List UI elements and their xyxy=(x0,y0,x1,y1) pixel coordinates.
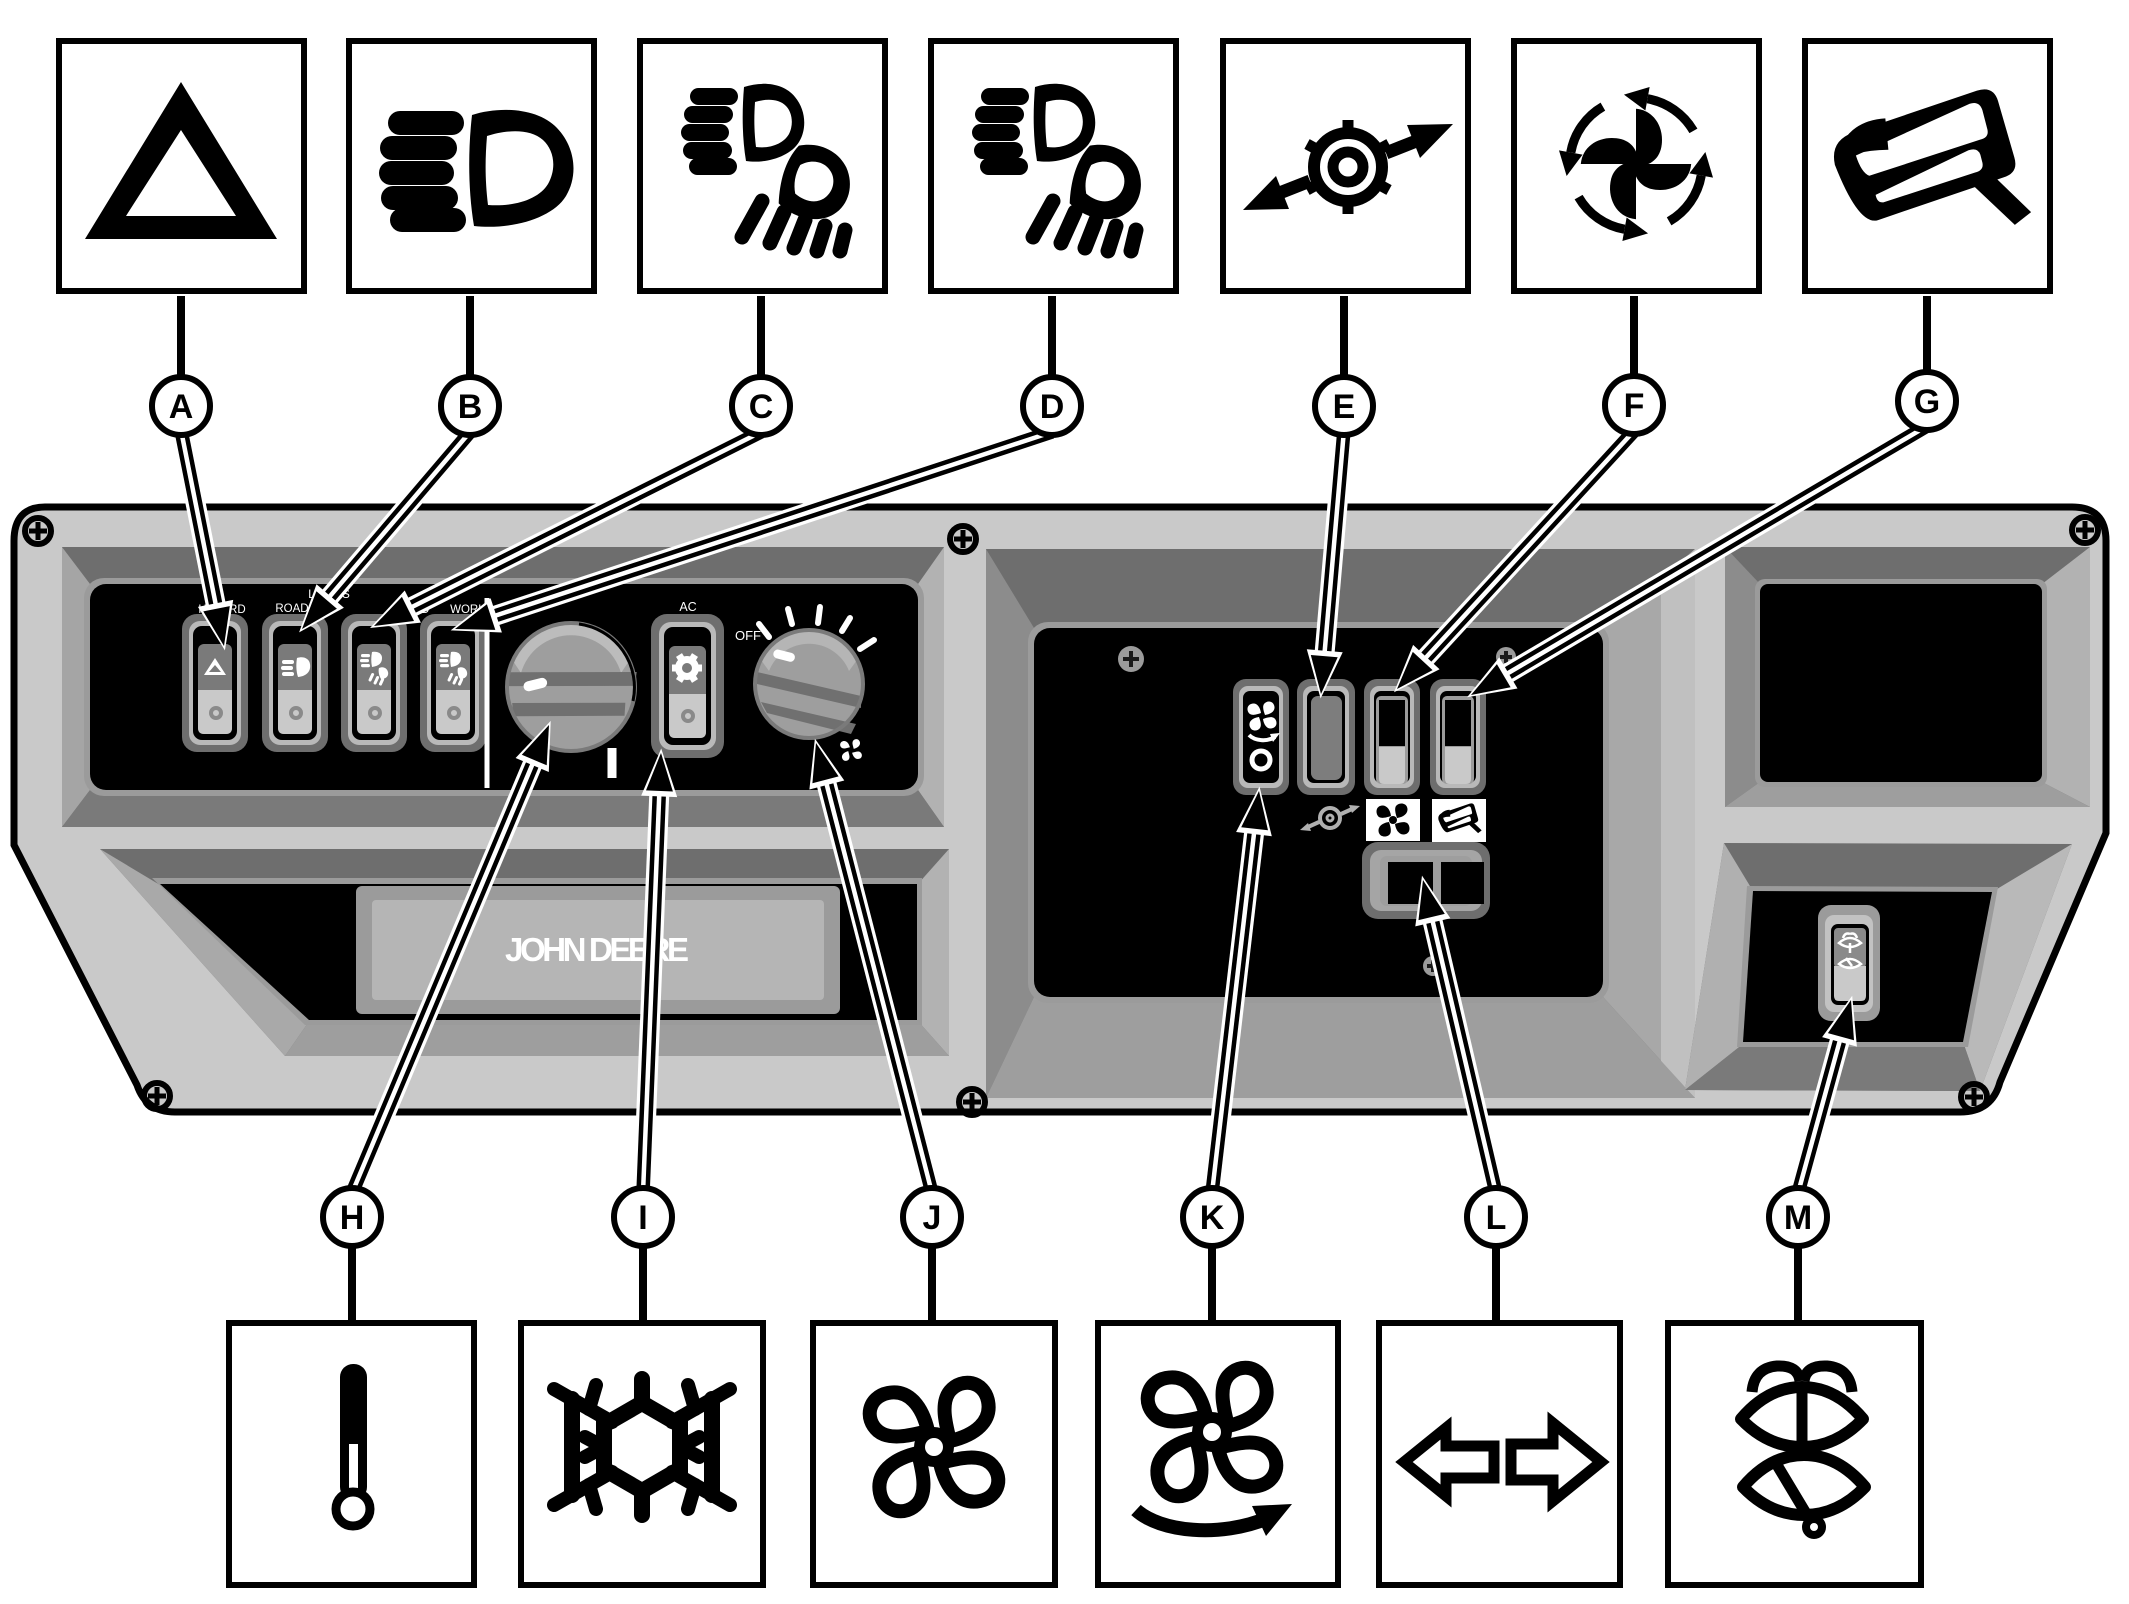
svg-text:J: J xyxy=(923,1199,942,1237)
svg-text:K: K xyxy=(1200,1199,1225,1237)
svg-text:H: H xyxy=(340,1199,365,1237)
svg-text:AC: AC xyxy=(679,600,696,614)
svg-text:A: A xyxy=(169,388,194,426)
svg-text:L: L xyxy=(1486,1199,1507,1237)
svg-text:F: F xyxy=(1624,387,1645,425)
svg-text:M: M xyxy=(1784,1199,1812,1237)
svg-text:ROAD: ROAD xyxy=(275,603,308,615)
svg-text:E: E xyxy=(1333,388,1356,426)
svg-text:OFF: OFF xyxy=(735,628,761,643)
svg-text:I: I xyxy=(638,1199,647,1237)
svg-text:C: C xyxy=(749,388,774,426)
svg-text:D: D xyxy=(1040,388,1065,426)
svg-text:G: G xyxy=(1914,383,1940,421)
svg-text:B: B xyxy=(458,388,483,426)
